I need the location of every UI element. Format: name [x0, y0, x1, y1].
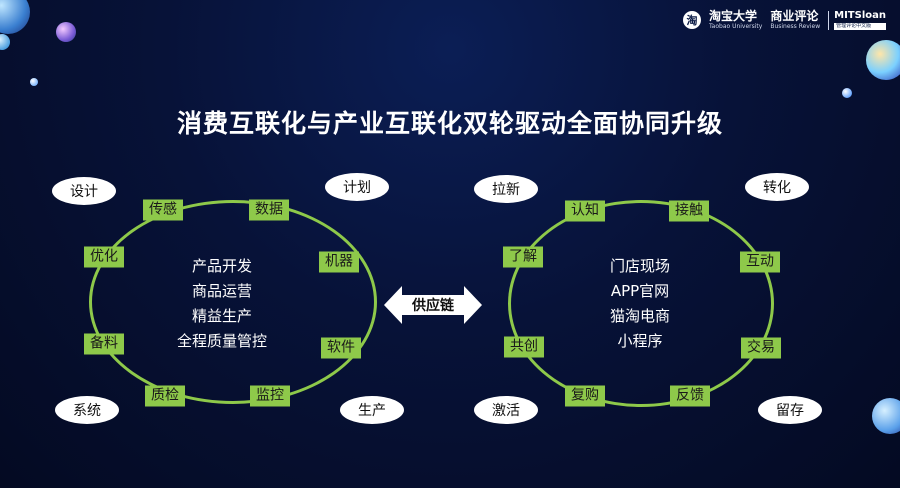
- bubble-retention: 留存: [758, 396, 822, 424]
- tag-inspection: 质检: [145, 386, 185, 407]
- left-center-item: 精益生产: [177, 304, 267, 329]
- tag-machine: 机器: [319, 252, 359, 273]
- business-review-logo: 商业评论 Business Review: [770, 10, 820, 30]
- left-center-item: 全程质量管控: [177, 329, 267, 354]
- taobao-logo-sub: Taobao University: [709, 24, 762, 30]
- bubble-acquisition: 拉新: [474, 175, 538, 203]
- decorative-orb-bottom-right: [872, 398, 900, 434]
- right-center-item: 猫淘电商: [610, 304, 670, 329]
- tag-interact: 互动: [740, 252, 780, 273]
- right-center-item: 小程序: [610, 329, 670, 354]
- bubble-plan: 计划: [325, 173, 389, 201]
- tag-materials: 备料: [84, 334, 124, 355]
- review-logo-sub: Business Review: [770, 24, 820, 30]
- decorative-orb-top-left: [0, 0, 30, 34]
- mit-sloan-logo: MITSloan 管理评论中文版: [828, 11, 886, 30]
- left-center-item: 商品运营: [177, 279, 267, 304]
- bubble-production: 生产: [340, 396, 404, 424]
- tag-monitoring: 监控: [250, 386, 290, 407]
- logo-bar: 淘 淘宝大学 Taobao University 商业评论 Business R…: [683, 6, 886, 34]
- review-logo-main: 商业评论: [770, 10, 820, 22]
- decorative-orb-tiny-left: [30, 78, 38, 86]
- bubble-design: 设计: [52, 177, 116, 205]
- tag-understand: 了解: [503, 247, 543, 268]
- left-center-item: 产品开发: [177, 254, 267, 279]
- mit-logo-main: MITSloan: [834, 11, 886, 21]
- tag-cocreate: 共创: [504, 337, 544, 358]
- tag-transaction: 交易: [741, 338, 781, 359]
- tag-software: 软件: [321, 338, 361, 359]
- bubble-conversion: 转化: [745, 173, 809, 201]
- taobao-university-logo: 淘宝大学 Taobao University: [709, 10, 762, 30]
- right-center-list: 门店现场 APP官网 猫淘电商 小程序: [610, 254, 670, 354]
- tag-data: 数据: [249, 200, 289, 221]
- tag-contact: 接触: [669, 201, 709, 222]
- slide-title: 消费互联化与产业互联化双轮驱动全面协同升级: [0, 104, 900, 140]
- decorative-orb-right: [866, 40, 900, 80]
- mit-logo-sub: 管理评论中文版: [834, 23, 886, 30]
- tag-feedback: 反馈: [670, 386, 710, 407]
- tag-sensing: 传感: [143, 200, 183, 221]
- tag-awareness: 认知: [565, 201, 605, 222]
- taobao-logo-main: 淘宝大学: [709, 10, 762, 22]
- decorative-orb-left-mid: [56, 22, 76, 42]
- tag-repurchase: 复购: [565, 386, 605, 407]
- right-center-item: APP官网: [610, 279, 670, 304]
- taobao-university-seal: 淘: [683, 11, 701, 29]
- left-center-list: 产品开发 商品运营 精益生产 全程质量管控: [177, 254, 267, 354]
- bubble-activation: 激活: [474, 396, 538, 424]
- decorative-orb-left-small: [0, 34, 10, 50]
- bubble-system: 系统: [55, 396, 119, 424]
- decorative-orb-right-small: [842, 88, 852, 98]
- right-center-item: 门店现场: [610, 254, 670, 279]
- supply-chain-label: 供应链: [384, 286, 482, 324]
- tag-optimize: 优化: [84, 247, 124, 268]
